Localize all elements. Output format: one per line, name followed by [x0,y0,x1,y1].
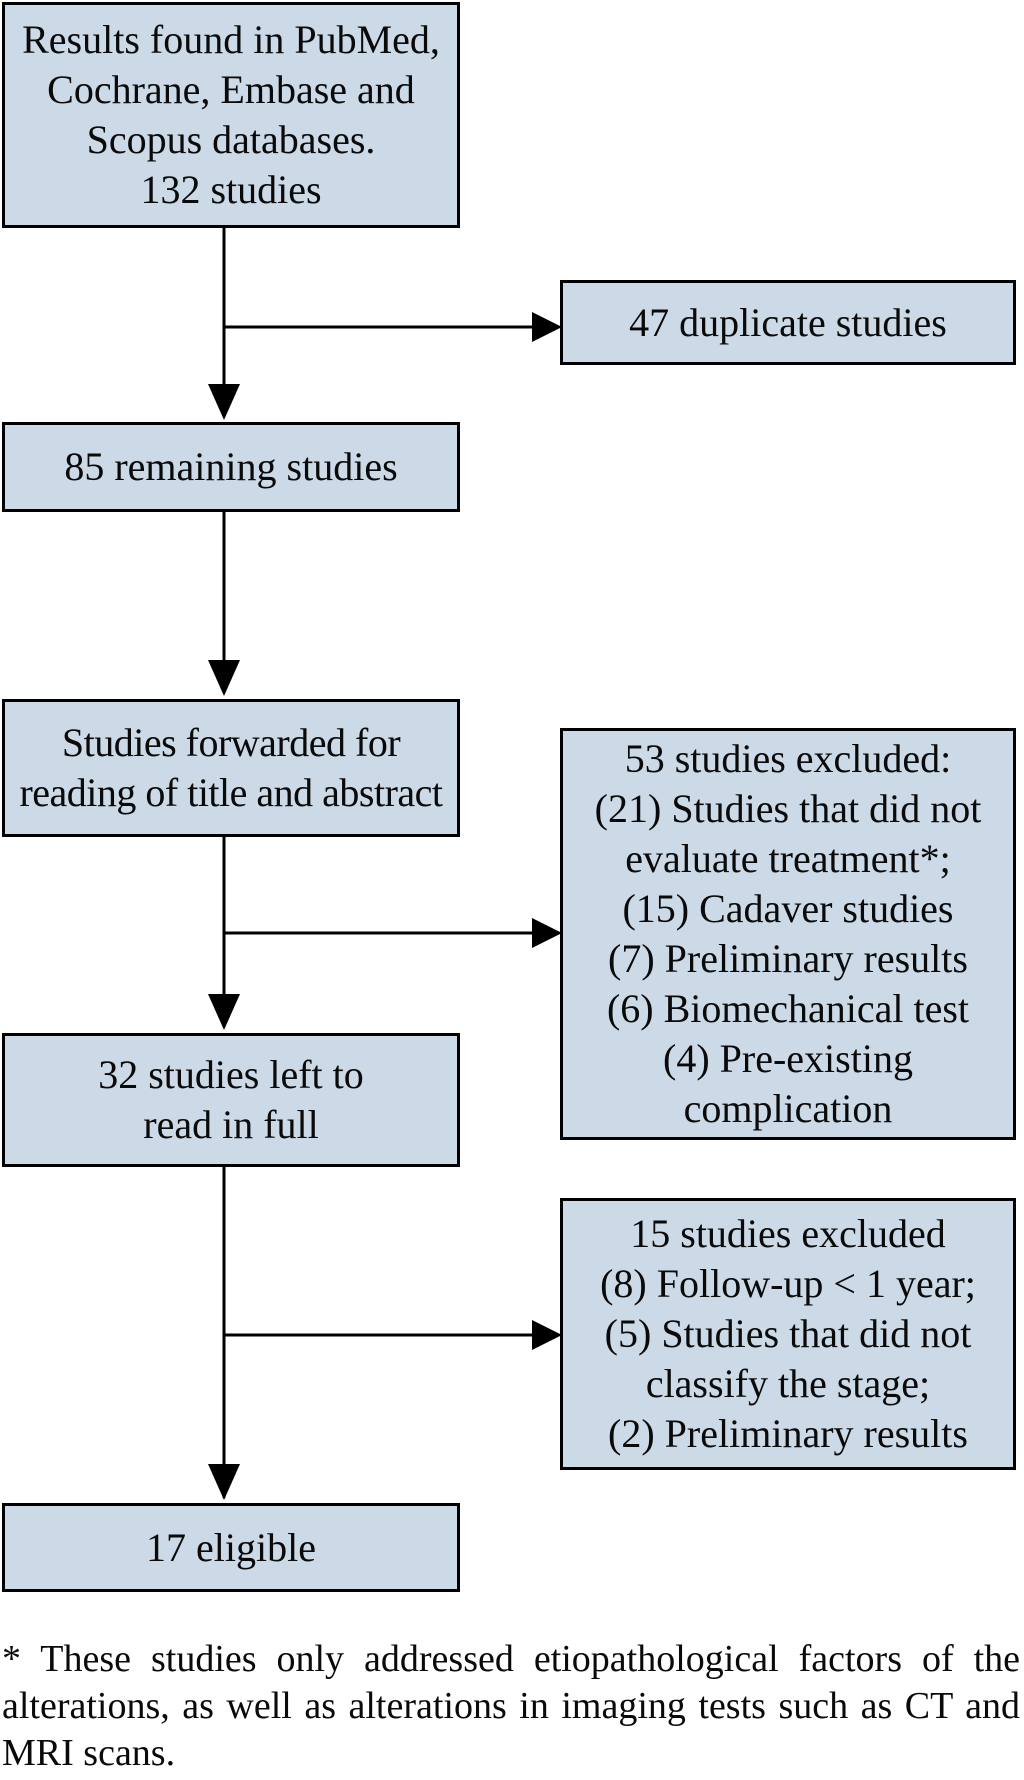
box-text-line: 53 studies excluded: [624,736,952,781]
arrowhead-down-title-abstract-icon [208,660,240,696]
box-text-line: Cochrane, Embase and [47,67,415,112]
box-text-line: reading of title and abstract [19,770,443,815]
footnote: * These studies only addressed etiopatho… [2,1636,1020,1777]
box-text-line: Scopus databases. [86,117,376,162]
box-text-line: read in full [143,1102,319,1147]
box-text-line: Results found in PubMed, [22,17,440,62]
box-title-abstract-screening: Studies forwarded for reading of title a… [2,699,460,837]
box-text-line: evaluate treatment*; [625,836,951,881]
arrowhead-right-excluded-15-icon [532,1320,562,1350]
box-excluded-15-studies: 15 studies excluded (8) Follow-up < 1 ye… [560,1198,1016,1470]
box-database-search-results: Results found in PubMed, Cochrane, Embas… [2,2,460,228]
box-text-line: 15 studies excluded [630,1211,946,1256]
box-text-line: classify the stage; [645,1361,931,1406]
arrowhead-down-eligible-icon [208,1464,240,1500]
footnote-line: MRI scans. [2,1732,176,1774]
box-text-line: (8) Follow-up < 1 year; [600,1261,976,1306]
box-text-line: (6) Biomechanical test [606,986,970,1031]
box-full-text-reading: 32 studies left to read in full [2,1033,460,1167]
box-text-line: 17 eligible [146,1524,316,1570]
arrowhead-right-duplicates-icon [532,312,562,342]
box-text-line: (5) Studies that did not [604,1311,972,1356]
box-remaining-studies: 85 remaining studies [2,422,460,512]
box-text-line: Studies forwarded for [61,720,401,765]
box-text-line: 85 remaining studies [64,444,398,489]
box-text-line: (2) Preliminary results [608,1411,968,1456]
box-text-line: 32 studies left to [98,1052,364,1097]
box-text-line: 47 duplicate studies [629,299,947,345]
footnote-line: * These studies only addressed etiopatho… [2,1638,1020,1680]
box-duplicate-studies: 47 duplicate studies [560,280,1016,365]
box-eligible-studies: 17 eligible [2,1503,460,1592]
arrowhead-right-excluded-53-icon [532,918,562,948]
box-text-line: 132 studies [140,167,322,212]
footnote-line: alterations, as well as alterations in i… [2,1685,1020,1727]
box-text-line: (7) Preliminary results [608,936,968,981]
box-text-line: (21) Studies that did not [594,786,982,831]
box-text-line: (4) Pre-existing [663,1036,913,1081]
arrowhead-down-remaining-icon [208,384,240,420]
box-text-line: complication [683,1086,893,1131]
arrowhead-down-full-text-icon [208,994,240,1030]
box-excluded-53-studies: 53 studies excluded: (21) Studies that d… [560,728,1016,1140]
box-text-line: (15) Cadaver studies [622,886,954,931]
